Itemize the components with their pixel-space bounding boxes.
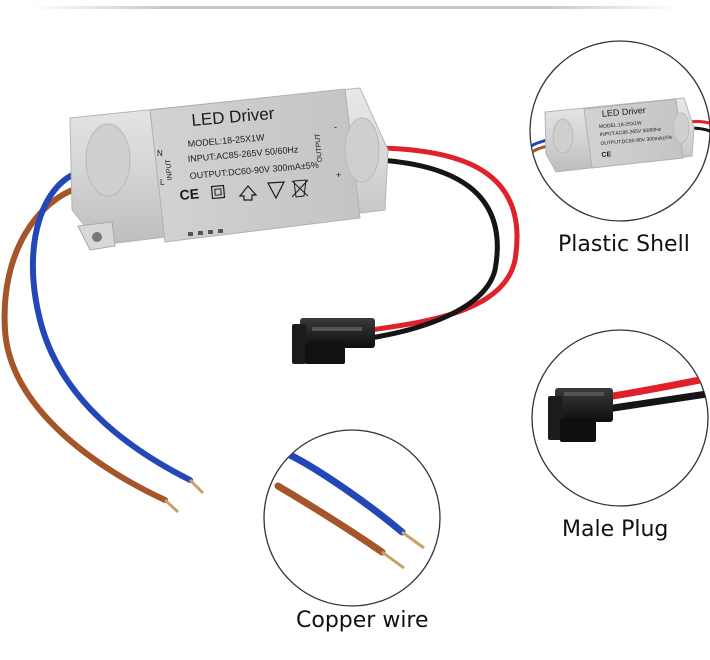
black-wire	[367, 157, 500, 341]
ce-mark: CE	[179, 185, 200, 203]
caption-plastic-shell: Plastic Shell	[558, 232, 690, 257]
detail-ce-mark: CE	[601, 151, 612, 159]
pin-plus-label: +	[336, 170, 341, 180]
detail-driver-model: MODEL:18-25X1W	[599, 120, 642, 130]
output-wires	[367, 145, 520, 341]
copper-tip	[163, 498, 180, 514]
f-mark-icon	[267, 181, 286, 200]
caption-copper-wire: Copper wire	[296, 608, 429, 633]
male-plug	[292, 318, 375, 364]
led-driver-box: LED Driver MODEL:18-25X1W INPUT:AC85-265…	[69, 87, 389, 251]
detail-driver-title: LED Driver	[601, 105, 646, 119]
red-wire	[367, 145, 520, 333]
top-divider	[30, 6, 680, 9]
detail-driver-input: INPUT:AC85-265V 50/60Hz	[599, 127, 661, 138]
side-output-label: OUTPUT	[314, 132, 324, 162]
weee-bin-icon	[291, 179, 309, 198]
input-wires	[1, 169, 205, 514]
detail-male-plug	[531, 329, 709, 507]
caption-male-plug: Male Plug	[562, 517, 669, 542]
indoor-use-icon	[238, 185, 258, 201]
pin-n-label: N	[157, 149, 163, 158]
double-insulation-icon	[210, 184, 226, 200]
side-input-label: INPUT	[165, 158, 174, 180]
pin-l-label: L	[160, 178, 165, 187]
detail-plastic-shell: LED Driver MODEL:18-25X1W INPUT:AC85-265…	[529, 40, 710, 222]
copper-tip	[188, 478, 205, 495]
detail-copper-wire	[263, 429, 441, 607]
pin-minus-label: -	[334, 122, 337, 132]
blue-wire	[29, 169, 193, 483]
